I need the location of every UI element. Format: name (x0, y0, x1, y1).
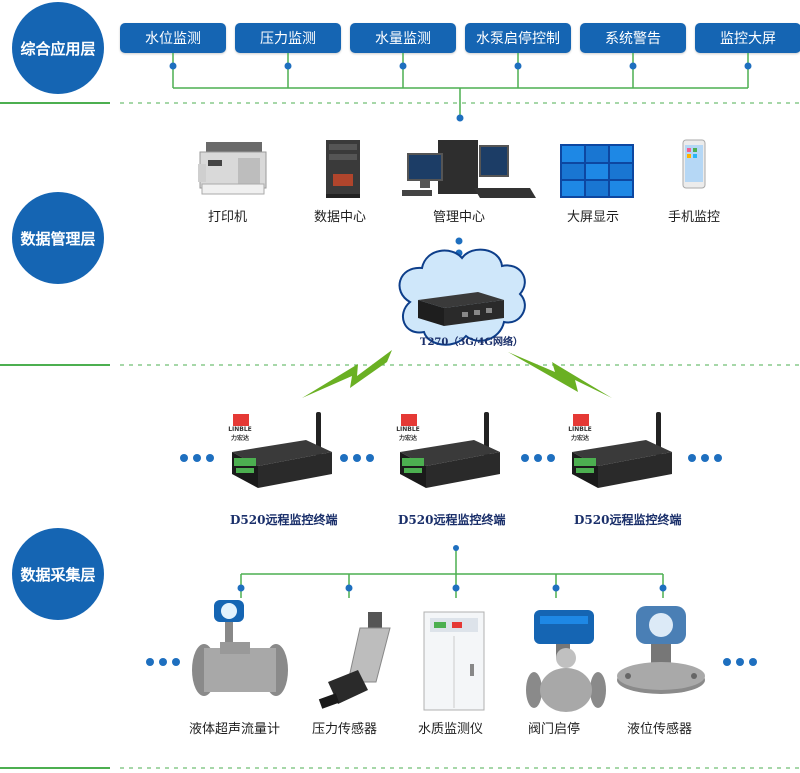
sensor-label-level: 液位传感器 (627, 722, 693, 737)
layer-management: 数据管理层 (12, 192, 104, 284)
terminal-device-icon (400, 412, 500, 488)
layer-application-label: 综合应用层 (20, 39, 96, 58)
sensor-label-pressure: 压力传感器 (312, 722, 378, 737)
module-big-screen-button[interactable]: 监控大屏 (695, 23, 800, 53)
layer-management-label: 数据管理层 (20, 229, 96, 248)
module-water-volume-button[interactable]: 水量监测 (350, 23, 456, 53)
collection-connector-dots (237, 545, 667, 592)
module-label: 监控大屏 (720, 31, 776, 47)
terminal-label: D520远程监控终端 (230, 513, 338, 527)
sensor-label-valve: 阀门启停 (528, 722, 581, 737)
brand-sub: 力宏达 (230, 435, 249, 442)
module-water-level-button[interactable]: 水位监测 (120, 23, 226, 53)
terminal-label: D520远程监控终端 (574, 513, 682, 527)
collection-connectors (240, 548, 664, 598)
layer-separators (0, 102, 800, 769)
module-label: 水量监测 (375, 31, 431, 47)
device-label-data-center: 数据中心 (314, 210, 367, 225)
module-pressure-button[interactable]: 压力监测 (235, 23, 341, 53)
module-label: 压力监测 (260, 31, 316, 47)
device-label-management-center: 管理中心 (433, 210, 486, 225)
device-label-phone: 手机监控 (668, 210, 721, 225)
brand-name: LINBLE (568, 426, 592, 433)
module-alarm-button[interactable]: 系统警告 (580, 23, 686, 53)
layer-collection: 数据采集层 (12, 528, 104, 620)
wireless-link-right (508, 352, 612, 398)
terminal-brand: LINBLE 力宏达 (220, 426, 260, 442)
server-icon (326, 140, 360, 198)
terminal-brand: LINBLE 力宏达 (388, 426, 428, 442)
terminal-device-icon (232, 412, 332, 488)
terminal-label: D520远程监控终端 (398, 513, 506, 527)
terminal-dots (180, 454, 722, 462)
printer-icon (198, 142, 267, 195)
smartphone-icon (682, 139, 706, 189)
brand-sub: 力宏达 (570, 435, 589, 442)
sensor-label-flowmeter: 液体超声流量计 (189, 722, 281, 737)
flowmeter-icon (192, 600, 288, 696)
device-label-printer: 打印机 (208, 210, 248, 225)
application-connector-dots (169, 62, 752, 122)
brand-name: LINBLE (228, 426, 252, 433)
terminal-brand: LINBLE 力宏达 (560, 426, 600, 442)
terminal-device-icon (572, 412, 672, 488)
pressure-sensor-icon (318, 612, 391, 709)
layer-application: 综合应用层 (12, 2, 104, 94)
device-label-big-screen: 大屏显示 (567, 210, 620, 225)
brand-sub: 力宏达 (398, 435, 417, 442)
gateway-router-icon (418, 292, 504, 326)
sensor-label-water-quality: 水质监测仪 (418, 722, 484, 737)
module-pump-control-button[interactable]: 水泵启停控制 (465, 23, 571, 53)
water-quality-cabinet-icon (423, 611, 485, 711)
gateway-label: T270（3G/4G网络） (420, 337, 523, 348)
level-sensor-icon (617, 606, 705, 694)
application-connectors (172, 53, 749, 118)
module-label: 水位监测 (145, 31, 201, 47)
sensor-dots (146, 658, 757, 666)
layer-collection-label: 数据采集层 (20, 565, 96, 584)
workstation-icon (402, 140, 536, 198)
brand-name: LINBLE (396, 426, 420, 433)
video-wall-icon (560, 144, 634, 198)
valve-actuator-icon (526, 610, 606, 712)
module-label: 系统警告 (605, 31, 661, 47)
module-label: 水泵启停控制 (476, 31, 560, 47)
wireless-link-left (302, 350, 392, 398)
